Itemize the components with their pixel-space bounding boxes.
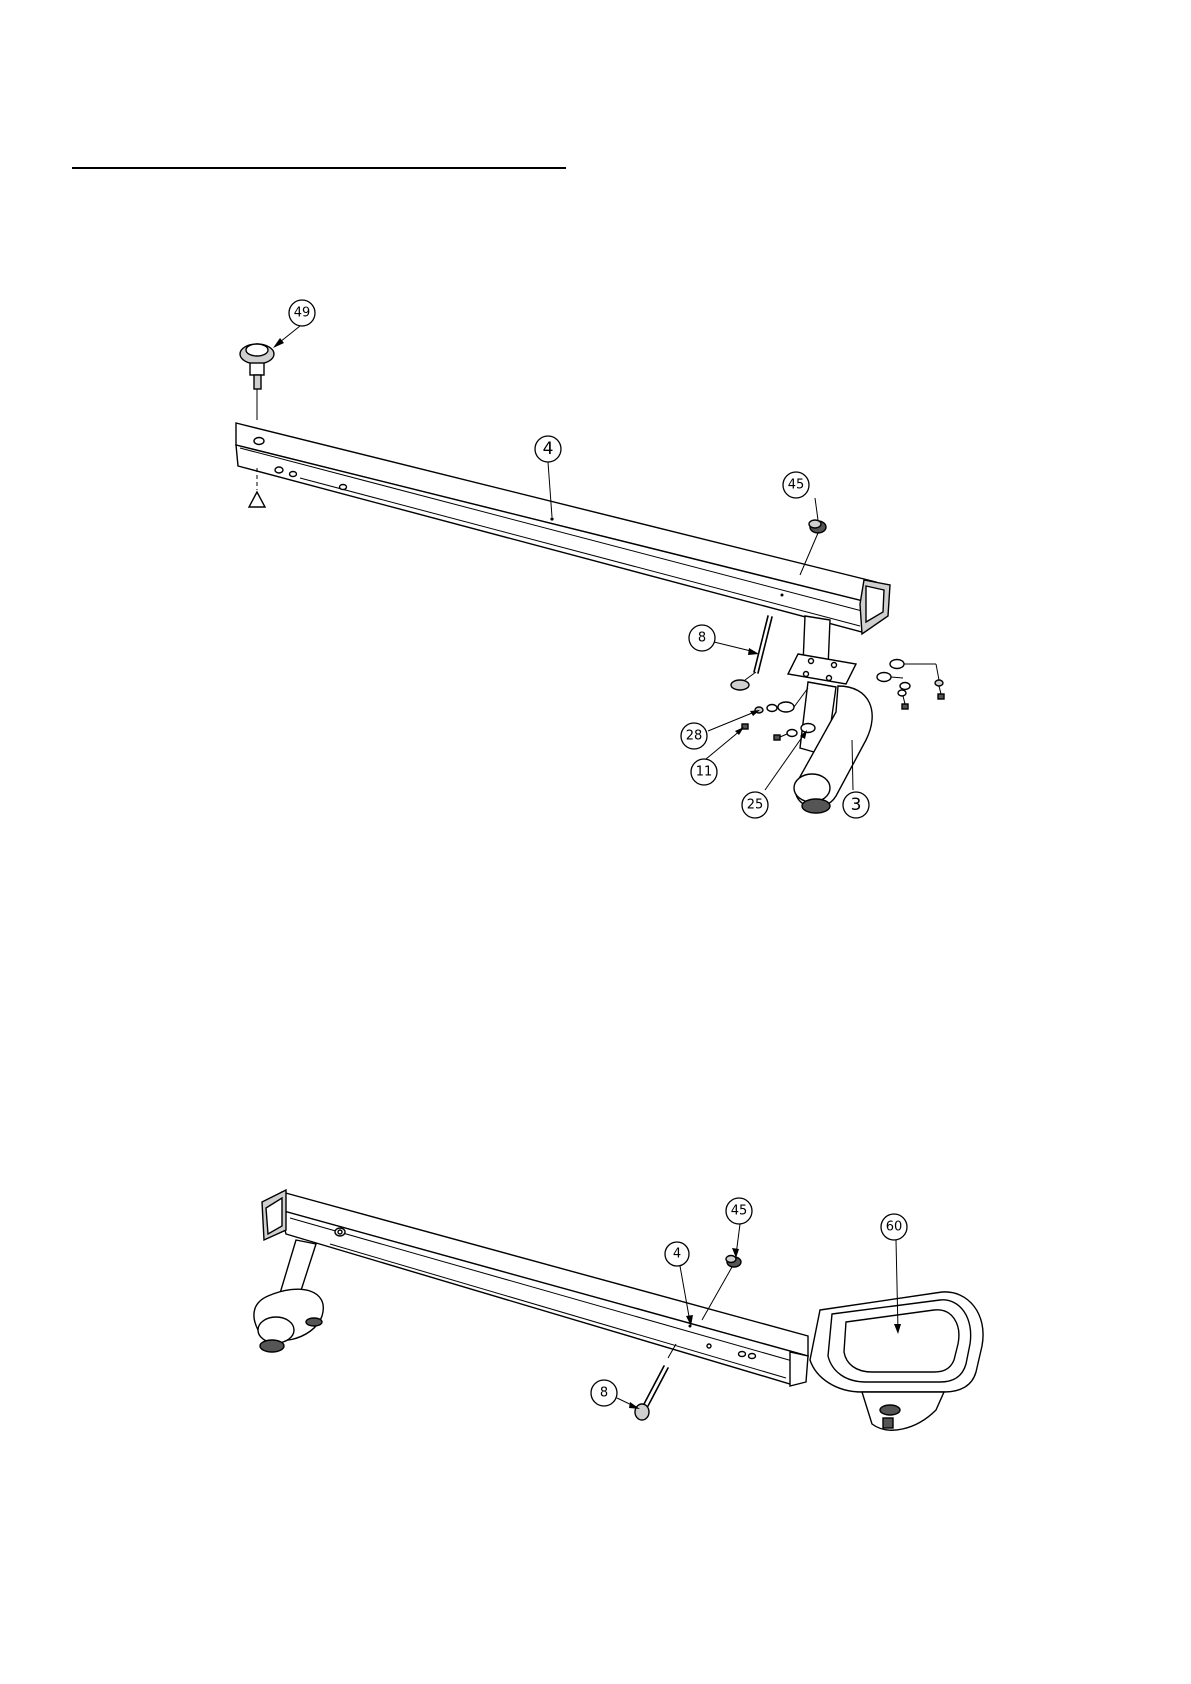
callout-4-bottom: 4 bbox=[665, 1242, 689, 1266]
callout-45-bottom: 45 bbox=[726, 1198, 752, 1224]
support-leg-bottom bbox=[254, 1240, 323, 1352]
callout-45-top: 45 bbox=[783, 472, 809, 498]
callout-60: 60 bbox=[881, 1214, 907, 1240]
callout-11: 11 bbox=[691, 759, 717, 785]
callout-4-top: 4 bbox=[535, 436, 561, 462]
svg-text:3: 3 bbox=[851, 795, 862, 815]
svg-text:4: 4 bbox=[543, 439, 554, 459]
callout-3: 3 bbox=[843, 792, 869, 818]
svg-text:60: 60 bbox=[886, 1220, 903, 1235]
callout-8-bottom: 8 bbox=[591, 1380, 617, 1406]
knob-45-bottom bbox=[702, 1256, 741, 1321]
svg-text:45: 45 bbox=[731, 1204, 748, 1219]
svg-text:4: 4 bbox=[673, 1247, 681, 1262]
callout-25: 25 bbox=[742, 792, 768, 818]
svg-text:8: 8 bbox=[698, 631, 706, 646]
svg-text:11: 11 bbox=[696, 765, 713, 780]
svg-text:8: 8 bbox=[600, 1386, 608, 1401]
support-post-3 bbox=[788, 616, 872, 813]
svg-text:45: 45 bbox=[788, 478, 805, 493]
svg-text:25: 25 bbox=[747, 798, 764, 813]
svg-text:28: 28 bbox=[686, 729, 703, 744]
callout-8-top: 8 bbox=[689, 625, 715, 651]
callout-28: 28 bbox=[681, 723, 707, 749]
callout-49: 49 bbox=[289, 300, 315, 326]
pin-8-bottom bbox=[635, 1344, 676, 1420]
svg-text:49: 49 bbox=[294, 306, 311, 321]
main-rail-bottom bbox=[262, 1190, 808, 1386]
diagram-bottom: 45 4 60 8 bbox=[254, 1190, 983, 1430]
footplate-60 bbox=[810, 1292, 983, 1430]
main-rail-top bbox=[236, 423, 890, 634]
diagram-top: 49 4 45 8 28 11 25 3 bbox=[236, 300, 944, 818]
